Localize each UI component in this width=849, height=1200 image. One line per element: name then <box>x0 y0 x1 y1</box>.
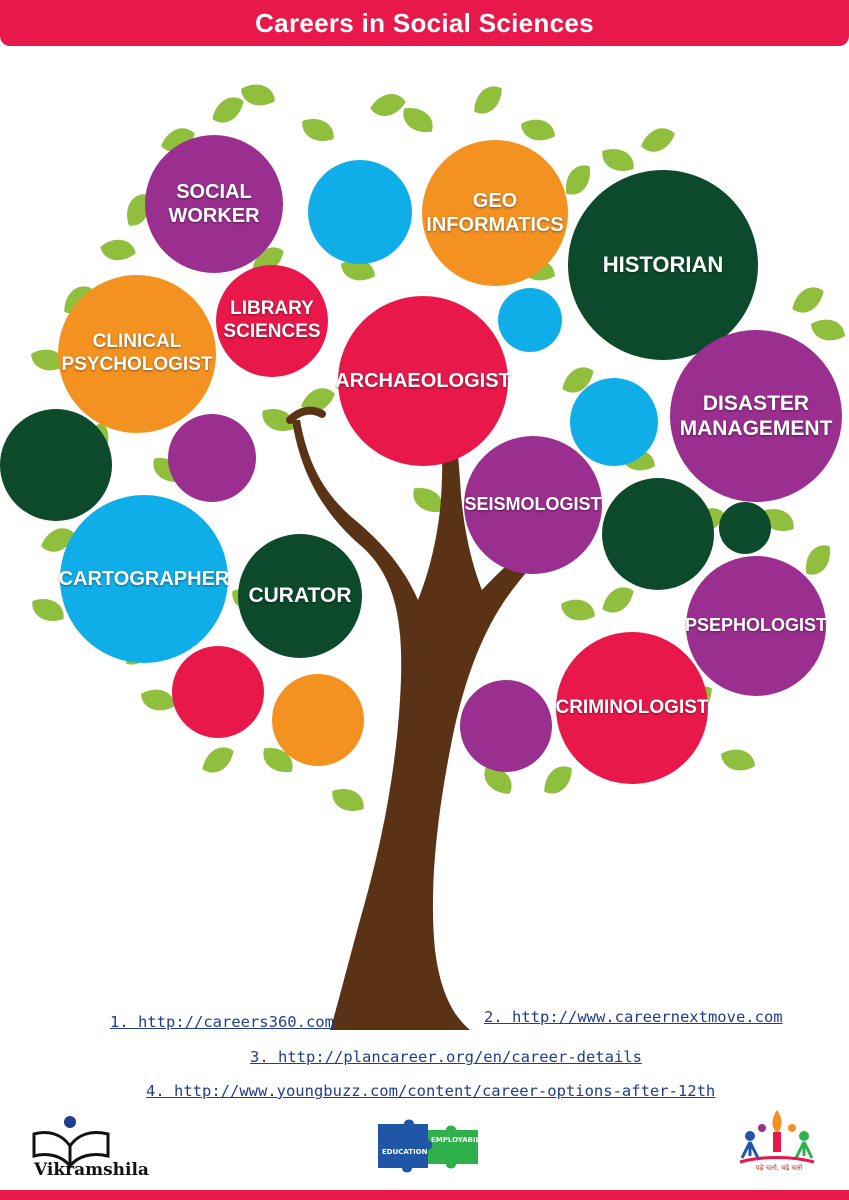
leaf-shape <box>544 766 572 794</box>
reference-link-1[interactable]: 1. http://careers360.com <box>110 1013 334 1031</box>
leaf-shape <box>241 84 275 106</box>
career-bubble-criminologist: CRIMINOLOGIST <box>555 632 709 784</box>
leaf-shape <box>302 119 334 141</box>
decorative-dot <box>460 680 552 772</box>
leaf-shape <box>562 367 594 393</box>
decorative-dot <box>570 378 658 466</box>
puzzle-icon: EDUCATION EMPLOYABILITY <box>378 1119 482 1173</box>
leaf-shape <box>521 119 555 141</box>
career-bubble-psephologist: PSEPHOLOGIST <box>685 556 827 696</box>
decorative-dot <box>172 646 264 738</box>
leaf-shape <box>474 86 502 114</box>
leaf-shape <box>792 287 824 313</box>
leaf-shape <box>301 388 335 412</box>
career-bubble-cartographer: CARTOGRAPHER <box>59 495 229 663</box>
puzzle-right-label: EMPLOYABILITY <box>431 1136 482 1144</box>
leaf-shape <box>413 487 443 513</box>
decorative-dot <box>308 160 412 264</box>
book-reader-icon <box>32 1116 110 1169</box>
decorative-dots <box>0 160 771 772</box>
vikramshila-logo-text: Vikramshila <box>34 1160 149 1180</box>
leaf-shape <box>811 319 845 341</box>
career-bubble-archaeologist: ARCHAEOLOGIST <box>335 296 511 466</box>
leaf-shape <box>212 97 244 123</box>
children-flame-icon <box>739 1110 815 1164</box>
leaf-shape <box>262 409 294 431</box>
reference-link-3[interactable]: 3. http://plancareer.org/en/career-detai… <box>250 1048 642 1066</box>
leaf-shape <box>484 766 512 794</box>
reference-link-4[interactable]: 4. http://www.youngbuzz.com/content/care… <box>146 1082 716 1100</box>
right-logo-slogan: पढ़े चलो, बढ़े चलो <box>755 1164 803 1172</box>
career-bubble-curator: CURATOR <box>238 534 362 658</box>
leaf-shape <box>403 107 433 133</box>
reference-link-2[interactable]: 2. http://www.careernextmove.com <box>484 1008 783 1026</box>
decorative-dot <box>719 502 771 554</box>
decorative-dot <box>602 478 714 590</box>
leaf-shape <box>32 599 64 621</box>
footer-bar <box>0 1190 849 1200</box>
leaf-shape <box>141 689 175 711</box>
decorative-dot <box>498 288 562 352</box>
puzzle-left-label: EDUCATION <box>382 1148 428 1156</box>
decorative-dot <box>272 674 364 766</box>
leaf-shape <box>602 587 634 613</box>
leaf-shape <box>202 747 234 773</box>
leaf-shape <box>561 599 595 621</box>
leaf-shape <box>370 94 406 116</box>
career-bubble-seismologist: SEISMOLOGIST <box>464 436 602 574</box>
leaf-shape <box>332 789 364 811</box>
page-title: Careers in Social Sciences <box>255 7 594 38</box>
leaf-shape <box>100 239 136 261</box>
leaf-shape <box>127 194 149 226</box>
leaf-shape <box>805 545 831 575</box>
tree-trunk <box>286 400 575 1030</box>
leaf-shape <box>341 259 375 281</box>
decorative-dot <box>168 414 256 502</box>
leaf-shape <box>602 149 634 171</box>
leaf-shape <box>721 749 755 771</box>
leaf-shape <box>641 128 675 152</box>
decorative-dot <box>0 409 112 521</box>
leaf-shape <box>31 349 65 371</box>
leaf-shape <box>565 165 591 195</box>
leaf-shape <box>263 747 293 773</box>
header-bar: Careers in Social Sciences <box>0 0 849 46</box>
career-bubble-historian: HISTORIAN <box>568 170 758 360</box>
